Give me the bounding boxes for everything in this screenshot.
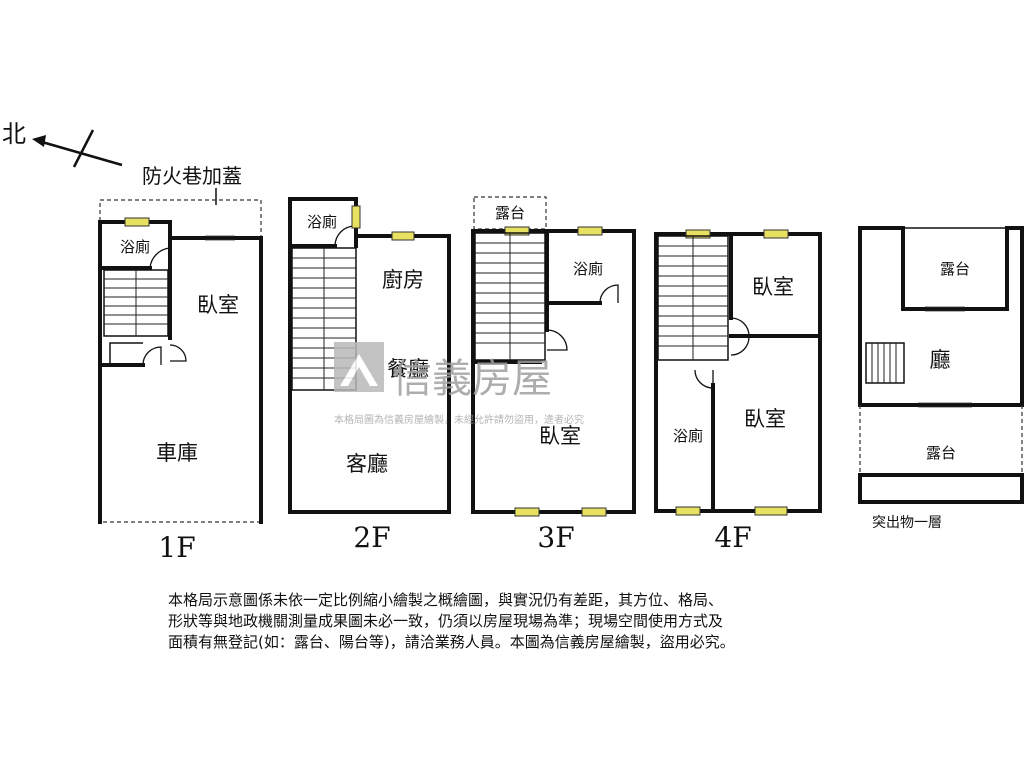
room-2f-kitchen: 廚房 <box>382 268 424 292</box>
room-1f-garage: 車庫 <box>156 441 198 465</box>
door-4f-bedroom-a <box>730 317 750 337</box>
watermark: 信義房屋 本格局圖為信義房屋繪製，未經允許請勿盜用，違者必究 <box>334 342 584 426</box>
room-3f-bath: 浴廁 <box>573 260 603 278</box>
floor-label-4f: 4F <box>714 521 751 554</box>
door-4f-bath <box>694 369 714 389</box>
window-3f-top-1 <box>504 226 530 236</box>
floor-label-2f: 2F <box>353 521 390 554</box>
window-2f-bath <box>351 205 361 229</box>
stairs-3f <box>474 232 546 361</box>
disclaimer-line: 面積有無登記(如：露台、陽台等)，請洽業務人員。本圖為信義房屋繪製，盜用必究。 <box>168 633 735 651</box>
stairs-1f <box>103 269 169 337</box>
door-1f-bath <box>149 247 171 269</box>
door-2f-bath <box>334 225 356 247</box>
room-roof-balcony-bottom: 露台 <box>926 444 956 462</box>
door-4f-bedroom-b <box>730 336 750 356</box>
wall-roof-upper <box>858 226 1024 407</box>
room-1f-bath: 浴廁 <box>120 238 150 256</box>
window-4f-top-2 <box>763 229 789 239</box>
window-3f-bottom-2 <box>581 507 607 517</box>
wall-1f-top <box>98 220 263 240</box>
room-4f-bedroom-b: 臥室 <box>744 407 786 431</box>
room-4f-bath: 浴廁 <box>673 427 703 445</box>
room-1f-bedroom: 臥室 <box>197 293 239 317</box>
window-3f-top-2 <box>577 226 603 236</box>
room-3f-bedroom: 臥室 <box>539 424 581 448</box>
room-4f-bedroom-a: 臥室 <box>752 275 794 299</box>
floor-plan-3f: 露台 浴廁 臥室 3F <box>471 196 636 554</box>
watermark-brand: 信義房屋 <box>392 356 552 402</box>
window-2f-kitchen <box>391 231 415 241</box>
door-1f-bedroom <box>169 344 187 362</box>
disclaimer-notes: 本格局示意圖係未依一定比例縮小繪製之概繪圖，與實況仍有差距，其方位、格局、 形狀… <box>168 590 868 653</box>
door-3f-bedroom <box>546 329 568 351</box>
room-2f-bath: 浴廁 <box>307 213 337 231</box>
room-2f-living: 客廳 <box>346 452 388 476</box>
north-arrow-cross <box>72 129 95 168</box>
window-1f-bath <box>124 217 150 227</box>
stairs-roof <box>865 342 905 384</box>
floor-plan-1f: 浴廁 臥室 車庫 1F <box>98 199 263 564</box>
room-2f-dining: 餐廳 <box>387 357 429 381</box>
window-4f-bottom-2 <box>754 506 788 516</box>
floor-plan-2f: 浴廁 廚房 餐廳 客廳 2F <box>288 197 451 554</box>
watermark-sub: 本格局圖為信義房屋繪製，未經允許請勿盜用，違者必究 <box>334 413 584 426</box>
window-4f-top-1 <box>685 229 711 239</box>
window-4f-bottom-1 <box>675 506 701 516</box>
disclaimer-line: 形狀等與地政機關測量成果圖未必一致，仍須以房屋現場為準；現場空間使用方式及 <box>168 612 724 630</box>
door-3f-bath <box>599 284 619 304</box>
room-roof-hall: 廳 <box>930 348 951 372</box>
floor-label-3f: 3F <box>537 521 574 554</box>
room-roof-balcony-top: 露台 <box>940 260 970 278</box>
floor-plan-roof: 露台 廳 露台 突出物一層 <box>858 226 1024 531</box>
annex-label: 防火巷加蓋 <box>142 164 242 188</box>
floor-label-1f: 1F <box>158 531 195 564</box>
north-compass: 北 <box>2 120 123 168</box>
stairs-4f <box>657 235 729 361</box>
floor-label-roof: 突出物一層 <box>872 515 942 531</box>
disclaimer-line: 本格局示意圖係未依一定比例縮小繪製之概繪圖，與實況仍有差距，其方位、格局、 <box>168 591 724 609</box>
wall-2f-bath <box>288 197 358 248</box>
wall-roof-bottom <box>858 473 1024 504</box>
north-label: 北 <box>2 120 26 148</box>
window-3f-bottom-1 <box>514 507 540 517</box>
north-arrow-head <box>32 135 46 147</box>
floor-plan-4f: 臥室 浴廁 臥室 4F <box>654 229 822 554</box>
door-1f-garage <box>142 346 162 366</box>
room-3f-balcony: 露台 <box>495 204 525 222</box>
wall-2f-outer <box>288 197 451 514</box>
